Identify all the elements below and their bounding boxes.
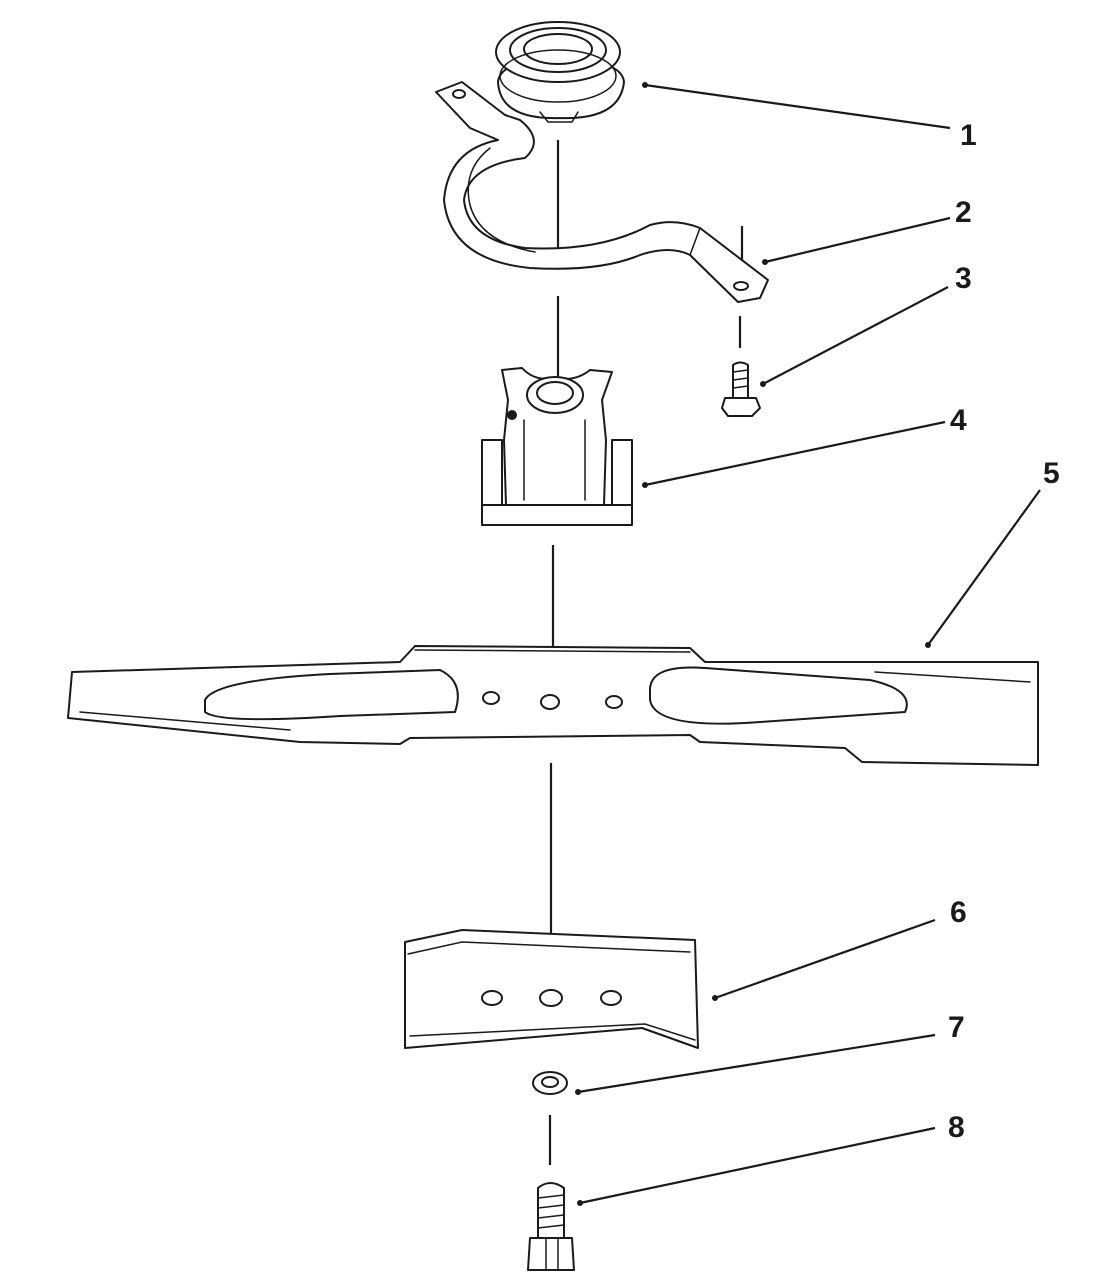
- mower-blade: [67, 645, 1039, 766]
- washer: [532, 1071, 568, 1095]
- callout-4: 4: [950, 404, 967, 437]
- callout-6: 6: [950, 896, 967, 929]
- idler-arm-bracket: [435, 81, 769, 303]
- pulley: [495, 21, 625, 123]
- callout-2: 2: [955, 196, 972, 229]
- leader-lines: [575, 82, 1041, 1206]
- blade-bolt: [527, 1182, 575, 1271]
- callout-5: 5: [1043, 457, 1060, 490]
- blade-support-plate: [404, 929, 699, 1049]
- callout-8: 8: [948, 1111, 965, 1144]
- callouts: 1 2 3 4 5 6 7 8: [948, 119, 1060, 1144]
- small-screw: [721, 361, 761, 417]
- blade-adapter: [481, 367, 633, 526]
- callout-1: 1: [960, 119, 977, 152]
- callout-7: 7: [948, 1011, 965, 1044]
- callout-3: 3: [955, 262, 972, 295]
